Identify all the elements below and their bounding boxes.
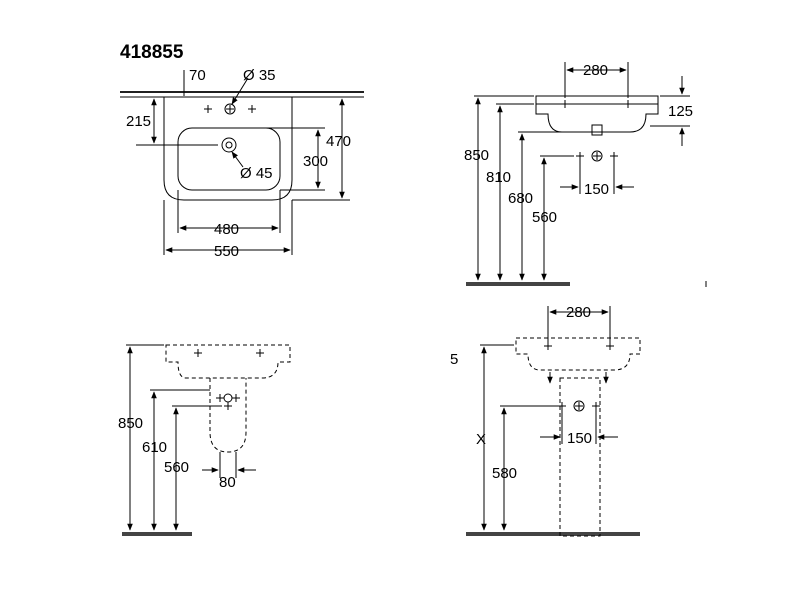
dim-80: 80: [219, 474, 236, 491]
tap-hole-icon: [203, 104, 213, 114]
dim-850-side: 850: [464, 147, 489, 164]
dim-560-semi: 560: [164, 459, 189, 476]
basin-side-outline: [535, 95, 659, 133]
floor-line: [122, 532, 192, 536]
dim-tap-diameter: Ø 35: [243, 67, 276, 84]
dim-280-pedestal: 280: [566, 304, 591, 321]
dim-215: 215: [126, 113, 151, 130]
dim-850-semi: 850: [118, 415, 143, 432]
top-view: 70 Ø 35 215 470 300 Ø 45 480 550: [120, 67, 364, 260]
dim-waste-diameter: Ø 45: [240, 165, 273, 182]
dim-125: 125: [668, 103, 693, 120]
dim-300: 300: [303, 153, 328, 170]
dim-150-pedestal: 150: [567, 430, 592, 447]
semi-pedestal-view: 850 610 560 80: [118, 344, 291, 536]
dim-x: X: [476, 431, 486, 448]
dim-480: 480: [214, 221, 239, 238]
basin-outline: [163, 97, 293, 201]
basin-bowl: [177, 127, 281, 191]
dim-70: 70: [189, 67, 206, 84]
dim-610: 610: [142, 439, 167, 456]
dim-470: 470: [326, 133, 351, 150]
pedestal-view: 280 5 X 580 150: [450, 304, 641, 537]
semi-pedestal-outline: [209, 378, 247, 453]
tap-hole-icon: [224, 103, 236, 115]
pedestal-outline: [559, 377, 601, 537]
front-view: 280 125 850 810 680 560 150: [464, 62, 707, 287]
dim-560-side: 560: [532, 209, 557, 226]
floor-line: [466, 282, 570, 286]
basin-outline-dashed: [515, 337, 641, 371]
dim-5: 5: [450, 351, 458, 368]
tap-hole-icon: [247, 104, 257, 114]
floor-line: [466, 532, 640, 536]
dim-810: 810: [486, 169, 511, 186]
supply-valve-icon: [591, 401, 601, 411]
dim-580: 580: [492, 465, 517, 482]
waste-outlet-icon: [221, 137, 237, 153]
supply-valve-icon: [575, 151, 585, 161]
dim-550: 550: [214, 243, 239, 260]
supply-valve-icon: [557, 401, 567, 411]
basin-outline-dashed: [165, 344, 291, 379]
dim-150-side: 150: [584, 181, 609, 198]
supply-valve-icon: [609, 151, 619, 161]
product-number: 418855: [120, 42, 184, 63]
dim-280-top: 280: [583, 62, 608, 79]
dim-680: 680: [508, 190, 533, 207]
waste-pipe-icon: [591, 150, 603, 162]
